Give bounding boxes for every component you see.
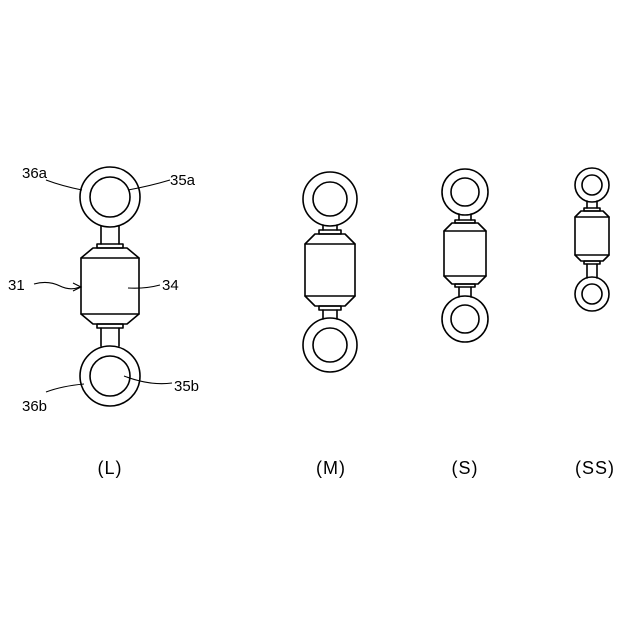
callout-35a: 35a bbox=[170, 172, 196, 189]
leader-36a bbox=[46, 180, 82, 190]
caption-s: (S) bbox=[452, 458, 479, 478]
bottom-neck bbox=[319, 306, 341, 319]
top-neck bbox=[97, 226, 123, 248]
bottom-neck bbox=[455, 284, 475, 297]
barrel bbox=[444, 223, 486, 284]
swivel-ss: (SS) bbox=[575, 168, 615, 478]
callout-31: 31 bbox=[8, 277, 25, 294]
leader-35b bbox=[124, 376, 172, 384]
bottom-neck bbox=[97, 324, 123, 346]
swivel-s: (S) bbox=[442, 169, 488, 478]
barrel bbox=[575, 211, 609, 261]
top-ring bbox=[575, 168, 609, 202]
caption-l: (L) bbox=[98, 458, 123, 478]
bottom-ring bbox=[442, 296, 488, 342]
callout-34: 34 bbox=[162, 277, 179, 294]
leader-36b bbox=[46, 384, 84, 392]
leader-35a bbox=[128, 180, 170, 190]
barrel bbox=[305, 234, 355, 306]
top-ring bbox=[303, 172, 357, 226]
swivel-m: (M) bbox=[303, 172, 357, 478]
bottom-ring bbox=[575, 277, 609, 311]
caption-ss: (SS) bbox=[575, 458, 615, 478]
callout-35b: 35b bbox=[174, 378, 199, 395]
swivel-l: 36a 35a 31 34 36b 35b (L) bbox=[8, 165, 199, 478]
barrel bbox=[81, 248, 139, 324]
arrow-31 bbox=[73, 283, 81, 291]
callout-36b: 36b bbox=[22, 398, 47, 415]
top-ring bbox=[442, 169, 488, 215]
callout-36a: 36a bbox=[22, 165, 48, 182]
caption-m: (M) bbox=[316, 458, 346, 478]
bottom-neck bbox=[584, 261, 600, 278]
bottom-ring bbox=[303, 318, 357, 372]
leader-34 bbox=[128, 285, 160, 288]
top-ring bbox=[80, 167, 140, 227]
bottom-ring bbox=[80, 346, 140, 406]
